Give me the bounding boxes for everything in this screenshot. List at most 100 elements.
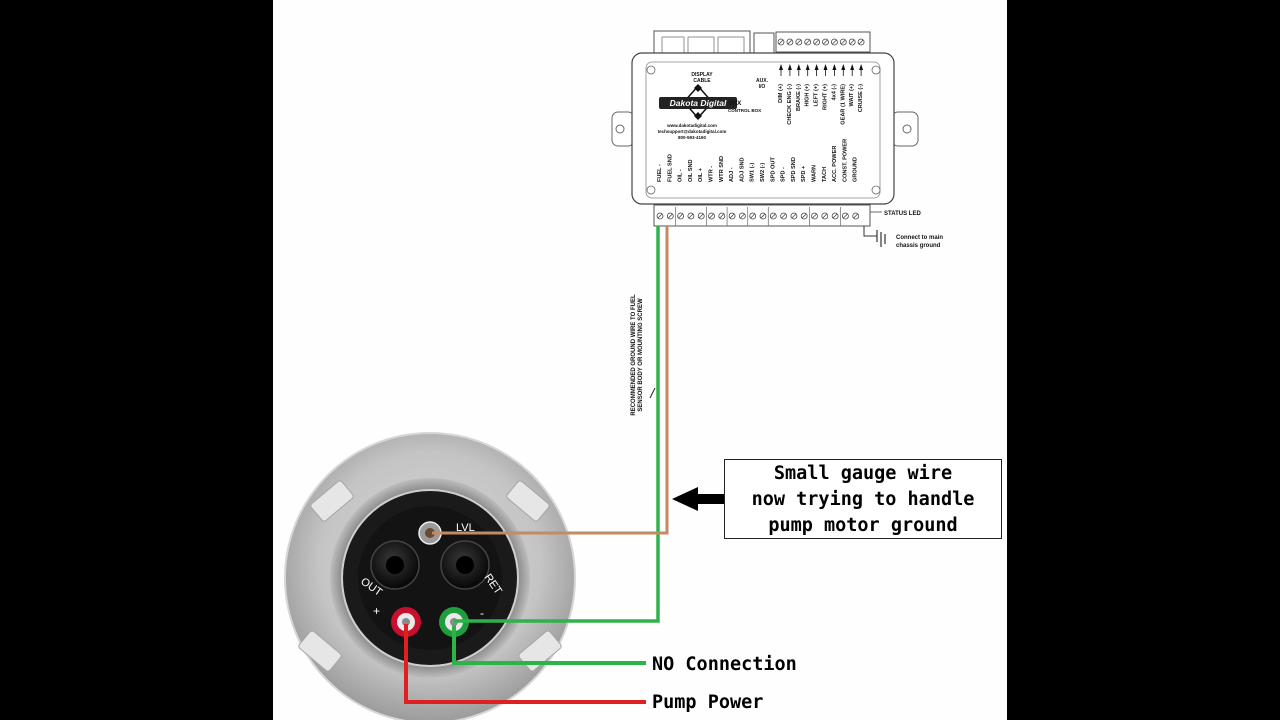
bottom-terminal-screw-slot — [771, 213, 776, 219]
bottom-terminal-label: SPD OUT — [770, 157, 776, 182]
top-terminal-label: LEFT (+) — [814, 84, 820, 107]
model-label: VHX — [728, 100, 742, 107]
green-ground-wire — [454, 226, 660, 623]
bottom-terminal-screw-slot — [843, 213, 848, 219]
bottom-terminal-screw-slot — [678, 213, 683, 219]
top-terminal-label: HIGH (+) — [805, 84, 811, 107]
model-subtitle: CONTROL BOX — [728, 108, 761, 113]
logo-brand-text: Dakota Digital — [670, 98, 727, 108]
top-terminal-arrow — [859, 64, 864, 70]
bottom-terminal-label: ADJ SND — [739, 157, 745, 182]
bottom-terminal-label: SPD - — [781, 167, 787, 182]
status-led-label: STATUS LED — [884, 211, 921, 217]
bottom-terminal-label: ACC. POWER — [832, 146, 838, 182]
top-terminal-screw-slot — [858, 39, 864, 45]
top-terminal-label: WAIT (+) — [849, 84, 855, 107]
top-terminal-screw-slot — [841, 39, 846, 45]
top-terminal-arrow — [779, 64, 783, 70]
bottom-terminal-label: SW1 (-) — [750, 163, 756, 182]
top-terminal-label: CHECK ENG (-) — [787, 84, 793, 125]
bottom-terminal-label: SW2 (-) — [760, 163, 766, 182]
bottom-terminal-label: GROUND — [853, 157, 859, 182]
top-terminal-screw-slot — [787, 39, 793, 45]
bottom-terminal-screw-slot — [729, 213, 735, 219]
pump-power-wire — [404, 624, 646, 704]
bottom-terminal-label: ADJ - — [729, 167, 735, 182]
bottom-terminal-label: SPD + — [801, 165, 807, 182]
bottom-terminal-screw-slot — [801, 213, 807, 219]
display-cable-label-2: CABLE — [693, 78, 711, 84]
top-terminal-arrow — [814, 64, 819, 70]
ground-wire-note-1: RECOMMENDED GROUND WIRE TO FUEL — [631, 294, 637, 416]
chassis-ground-symbol — [863, 226, 886, 247]
top-terminal-screw-slot — [805, 39, 810, 45]
bottom-terminal-label: FUEL - — [657, 164, 663, 182]
bottom-terminal-screw-slot — [781, 213, 786, 219]
bottom-terminal-label: WARN — [812, 165, 818, 182]
display-cable-label-1: DISPLAY — [691, 72, 713, 78]
bottom-terminal-screw-slot — [668, 213, 673, 219]
no-connection-wire — [452, 625, 646, 665]
bottom-terminal-label: FUEL SND — [667, 154, 673, 182]
bottom-terminal-label: CONST. POWER — [842, 139, 848, 182]
fuel-sender: LVL OUT RET + - — [284, 432, 576, 720]
callout-box: Small gauge wire now trying to handle pu… — [724, 459, 1002, 539]
minus-label: - — [480, 606, 484, 620]
ground-note-1: Connect to main — [896, 235, 943, 241]
bottom-terminal-screw-slot — [853, 213, 858, 219]
top-terminal-screw-slot — [778, 39, 784, 45]
top-terminal-arrow — [805, 64, 810, 70]
ground-wire-note: RECOMMENDED GROUND WIRE TO FUEL SENSOR B… — [631, 294, 644, 416]
email-text: techsupport@dakotadigital.com — [658, 129, 727, 134]
bottom-terminal-screw-slot — [791, 213, 797, 219]
bottom-terminal-screw-slot — [719, 213, 725, 219]
top-terminal-label: CRUISE (-) — [858, 84, 864, 112]
top-terminal-arrow — [841, 64, 846, 70]
phone-text: 800-593-4160 — [678, 135, 707, 140]
bottom-terminal-label: TACH — [822, 167, 828, 182]
aux-io-label-2: I/O — [759, 84, 766, 90]
bottom-terminal-label: SPD SND — [791, 157, 797, 182]
top-terminal-arrow — [796, 64, 801, 70]
dakota-digital-logo: Dakota Digital — [659, 84, 737, 120]
no-connection-label: NO Connection — [652, 654, 797, 675]
pump-power-label: Pump Power — [652, 692, 763, 713]
lvl-label: LVL — [456, 522, 475, 534]
wires — [404, 226, 669, 704]
top-terminal-label: RIGHT (+) — [823, 84, 829, 110]
top-terminal-arrow — [850, 64, 855, 70]
bottom-terminal-screw-slot — [740, 213, 745, 219]
bottom-terminal-screw-slot — [812, 213, 817, 219]
brown-sensor-wire — [432, 226, 669, 535]
top-terminal-screw-slot — [849, 39, 855, 45]
top-terminal-label: 4x4 (-) — [831, 84, 837, 101]
callout-line-3: pump motor ground — [768, 515, 958, 536]
top-terminal-screw-slot — [796, 39, 802, 45]
ground-wire-note-2: SENSOR BODY OR MOUNTING SCREW — [638, 298, 644, 412]
top-terminal-label: BRAKE (-) — [796, 84, 802, 111]
bottom-terminal-screw-slot — [750, 213, 755, 219]
top-terminal-label: GEAR (1 WIRE) — [840, 84, 846, 125]
bottom-terminal-label: WTR SND — [719, 156, 725, 182]
bottom-terminal-label: OIL + — [698, 167, 704, 182]
control-box: DISPLAY CABLE AUX. I/O Dakota Digital VH… — [611, 30, 943, 249]
plus-label: + — [373, 604, 380, 618]
top-terminal-arrow — [823, 64, 828, 70]
bottom-terminal-screw-slot — [760, 213, 766, 219]
bottom-terminal-label: OIL SND — [688, 159, 694, 182]
bottom-terminal-screw-slot — [688, 213, 694, 219]
bottom-terminal-screw-slot — [698, 213, 704, 219]
bottom-terminal-screw-slot — [657, 213, 663, 219]
top-terminal-screw-slot — [823, 39, 828, 45]
top-terminal-arrow — [832, 64, 837, 70]
bottom-terminal-screw-slot — [822, 213, 828, 219]
website-text: www.dakotadigital.com — [666, 123, 717, 128]
aux-io-label-1: AUX. — [756, 78, 769, 84]
top-terminal-screw-slot — [814, 39, 819, 45]
ground-note-2: chassis ground — [896, 243, 941, 249]
bottom-terminal-screw-slot — [832, 213, 838, 219]
ground-note-pointer — [649, 387, 656, 399]
callout-line-2: now trying to handle — [751, 489, 975, 510]
top-terminal-screw-slot — [832, 39, 837, 45]
aux-io-connector — [753, 32, 775, 56]
